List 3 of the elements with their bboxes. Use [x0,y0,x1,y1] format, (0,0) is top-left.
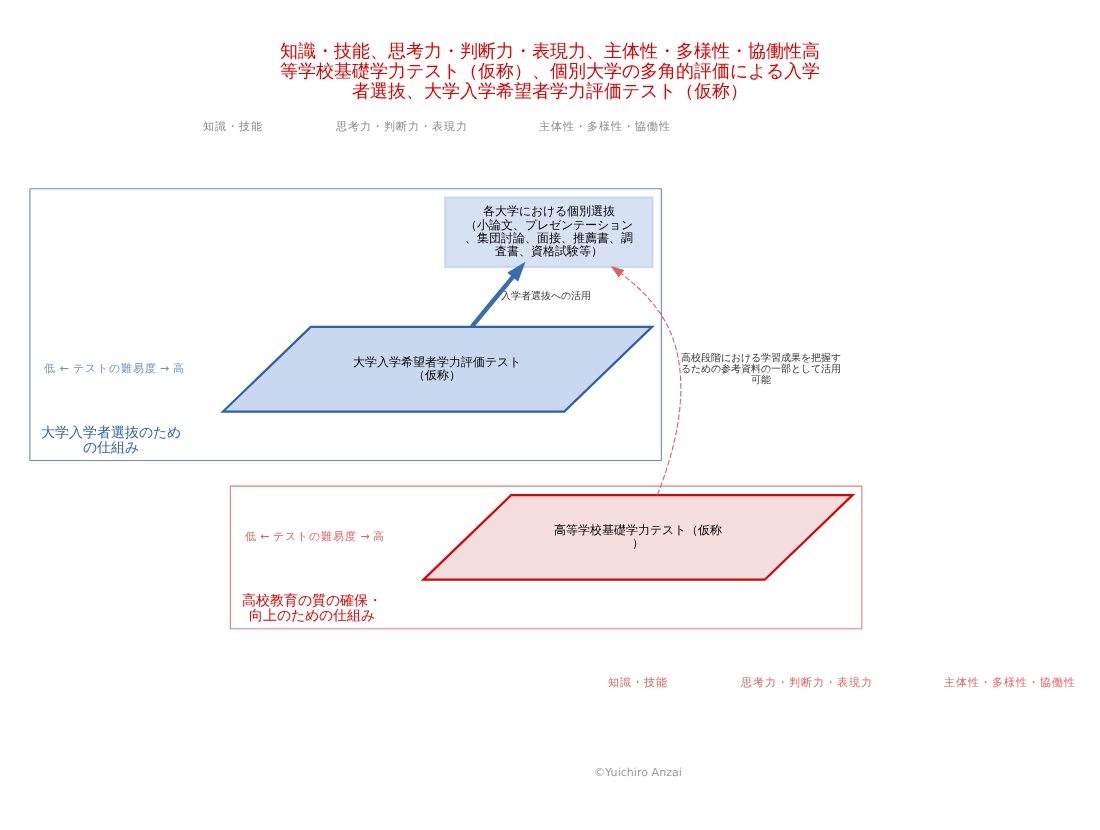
arrow [610,264,682,495]
arrow [470,260,526,327]
diagram-title: 知識・技能、思考力・判断力・表現力、主体性・多様性・協働性高等学校基礎学力テスト（仮称）、個別大学の多角的評価による入学者選抜、大学入学希望者学力評価テスト（仮称） [280,42,820,103]
